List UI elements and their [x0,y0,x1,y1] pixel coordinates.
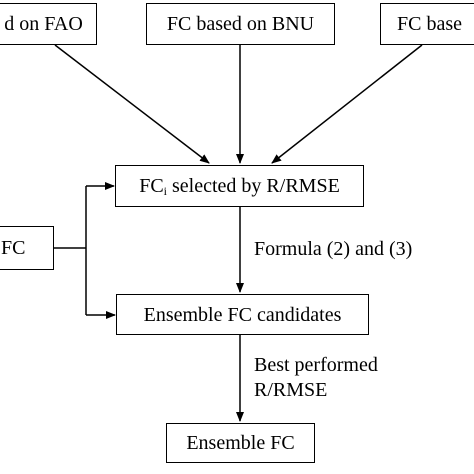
fc-left-box: FC [0,226,54,270]
fc-selected-subscript: i [163,183,168,198]
fc-left-box-label: FC [1,237,26,259]
arrow-fc-branch-connector [54,186,87,315]
ensemble-fc-label: Ensemble FC [186,432,295,454]
fc-selected-box: FCi selected by R/RMSE [115,165,364,207]
fc-selected-label: FCi selected by R/RMSE [139,176,340,197]
bnu-box-label: FC based on BNU [166,13,315,35]
fc-selected-prefix: FC [139,174,164,197]
formula-edge-label: Formula (2) and (3) [254,238,413,260]
ensemble-candidates-box: Ensemble FC candidates [116,294,369,335]
bnu-box: FC based on BNU [146,3,335,45]
third-source-box: FC base [380,3,474,45]
best-performed-edge-label: Best performed R/RMSE [254,353,378,403]
fao-box: d on FAO [0,3,97,45]
fao-box-label: d on FAO [4,13,83,35]
arrow-third-to-selected [271,44,423,164]
best-performed-line2: R/RMSE [254,379,328,401]
ensemble-fc-box: Ensemble FC [166,423,315,463]
ensemble-candidates-label: Ensemble FC candidates [143,303,342,326]
best-performed-line1: Best performed [254,354,378,376]
fc-selected-suffix: selected by R/RMSE [167,174,340,197]
arrow-fao-to-selected [54,44,210,164]
third-source-box-label: FC base [397,13,462,35]
